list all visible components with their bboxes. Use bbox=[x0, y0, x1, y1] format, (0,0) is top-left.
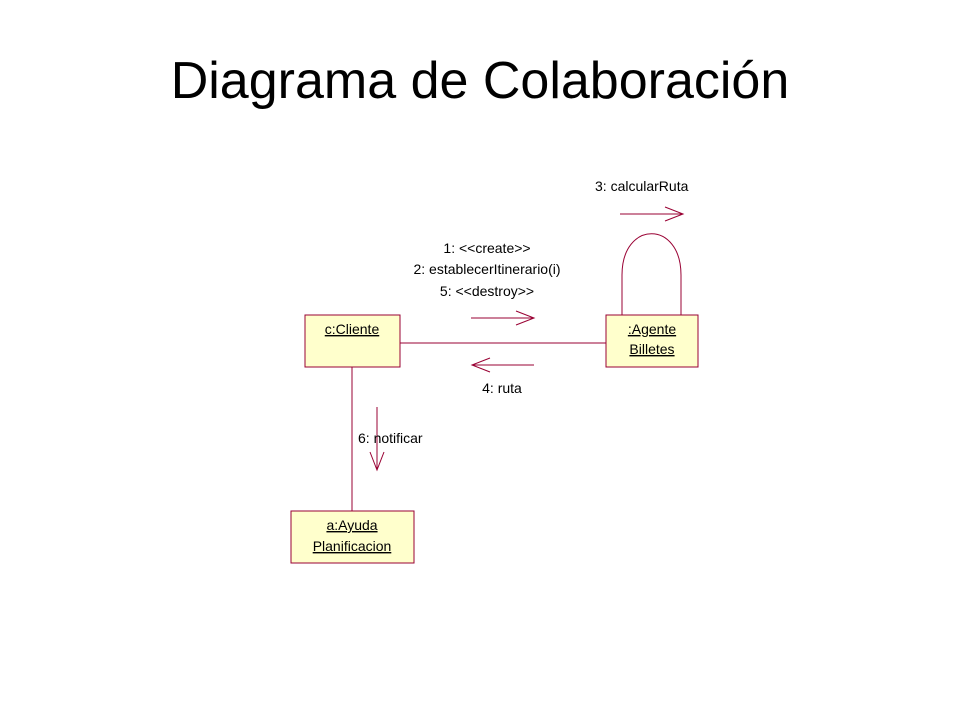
object-ayuda-label-line2: Planificacion bbox=[313, 538, 392, 554]
message-calcular-ruta: 3: calcularRuta bbox=[595, 178, 689, 194]
message-establecer-itinerario: 2: establecerItinerario(i) bbox=[413, 261, 560, 277]
object-agente-billetes bbox=[605, 314, 699, 368]
object-agente-label-line2: Billetes bbox=[629, 341, 674, 357]
arrow-to-agente bbox=[471, 310, 536, 326]
object-ayuda-planificacion bbox=[290, 510, 415, 564]
arrow-ruta bbox=[470, 357, 534, 373]
self-link-agente bbox=[621, 233, 682, 315]
slide-title: Diagrama de Colaboración bbox=[170, 52, 790, 110]
object-cliente bbox=[304, 314, 401, 368]
arrow-notificar bbox=[369, 407, 385, 472]
object-ayuda-label-line1: a:Ayuda bbox=[326, 517, 377, 533]
message-create: 1: <<create>> bbox=[443, 240, 530, 256]
message-notificar: 6: notificar bbox=[358, 430, 423, 446]
message-ruta: 4: ruta bbox=[482, 380, 522, 396]
arrow-calcular-ruta bbox=[620, 206, 685, 222]
message-destroy: 5: <<destroy>> bbox=[440, 283, 534, 299]
object-cliente-label: c:Cliente bbox=[325, 321, 380, 337]
object-agente-label-line1: :Agente bbox=[628, 321, 676, 337]
